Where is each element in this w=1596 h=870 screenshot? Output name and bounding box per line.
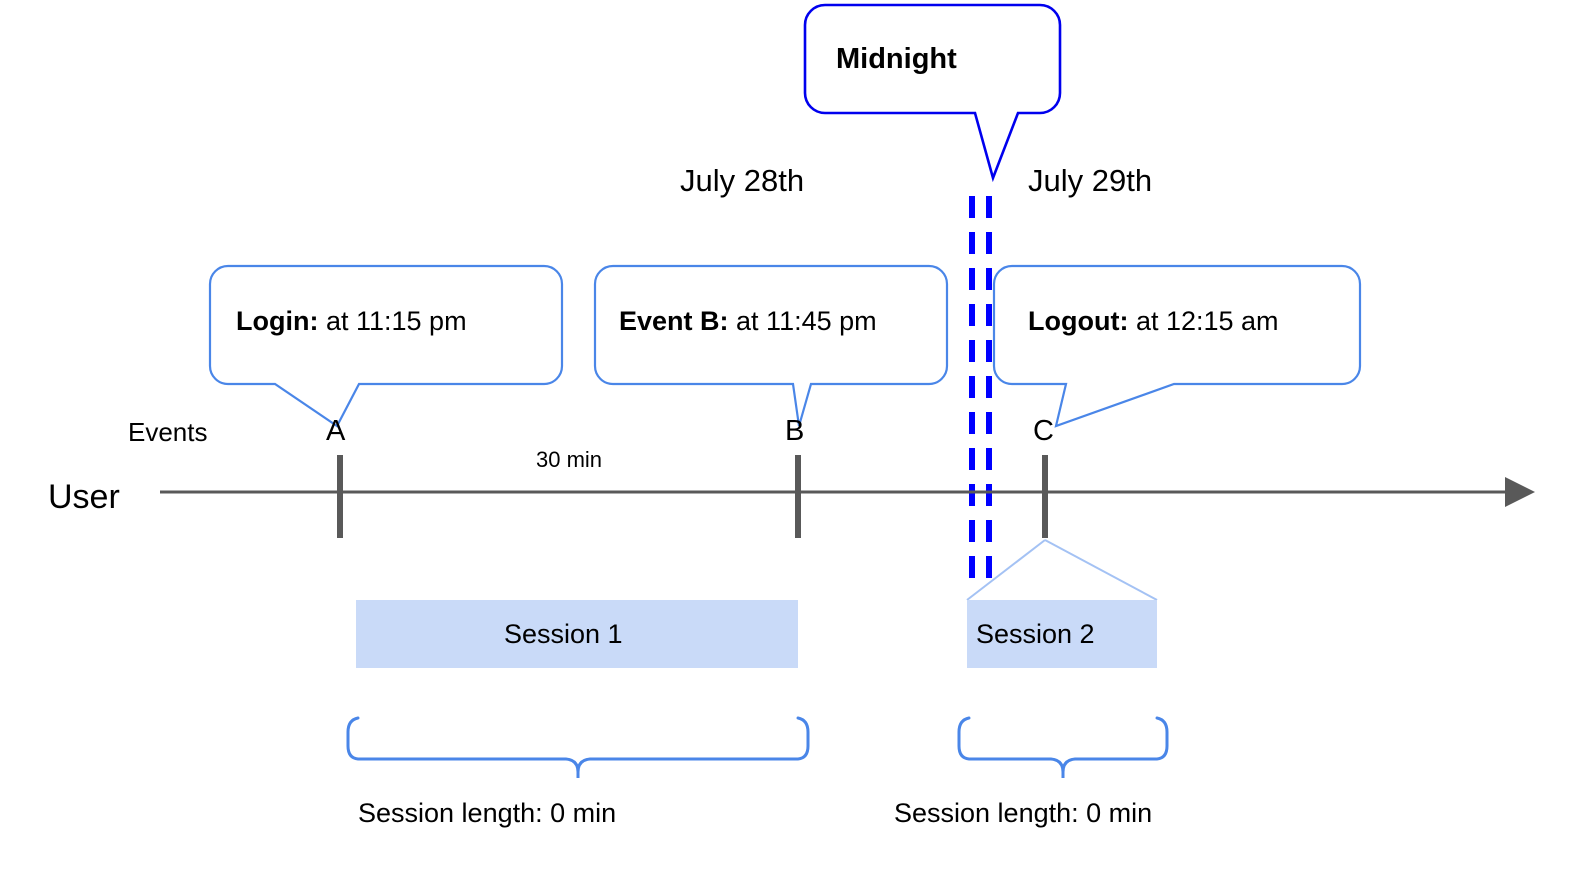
event-callout-shape-logout xyxy=(992,264,1362,428)
event-callout-shape-eventb xyxy=(593,264,949,427)
event-callout-eventb: Event B: at 11:45 pm xyxy=(619,308,877,335)
session-length-label-1: Session length: 0 min xyxy=(358,798,617,828)
tick-letter-b: B xyxy=(785,415,805,447)
session2-connector xyxy=(966,539,1158,601)
midnight-callout-shape xyxy=(803,3,1062,183)
session-bar-label-2: Session 2 xyxy=(976,619,1095,649)
session-bar-label-1: Session 1 xyxy=(504,619,623,649)
event-callout-login-bold: Login: xyxy=(236,306,319,336)
session-bar-2 xyxy=(967,600,1157,668)
event-callout-logout-rest: at 12:15 am xyxy=(1128,306,1279,336)
interval-duration-label: 30 min xyxy=(536,447,603,472)
event-callout-login-rest: at 11:15 pm xyxy=(318,306,467,336)
midnight-dashed-line xyxy=(969,196,992,578)
date-label-july-29: July 29th xyxy=(1028,163,1153,198)
session-length-label-2: Session length: 0 min xyxy=(894,798,1153,828)
event-callout-shape-login xyxy=(208,264,564,428)
tick-letter-c: C xyxy=(1033,415,1054,447)
session2-brace xyxy=(957,716,1169,778)
event-callout-login: Login: at 11:15 pm xyxy=(236,308,467,335)
midnight-callout-label: Midnight xyxy=(836,43,957,75)
session-bar-1 xyxy=(356,600,798,668)
session1-brace xyxy=(346,716,810,778)
user-row-label: User xyxy=(48,478,120,516)
event-callout-eventb-bold: Event B: xyxy=(619,306,729,336)
event-callout-logout: Logout: at 12:15 am xyxy=(1028,308,1279,335)
tick-letter-a: A xyxy=(326,415,346,447)
date-label-july-28: July 28th xyxy=(680,163,805,198)
events-row-label: Events xyxy=(128,417,208,447)
event-callout-eventb-rest: at 11:45 pm xyxy=(728,306,877,336)
event-callout-logout-bold: Logout: xyxy=(1028,306,1129,336)
